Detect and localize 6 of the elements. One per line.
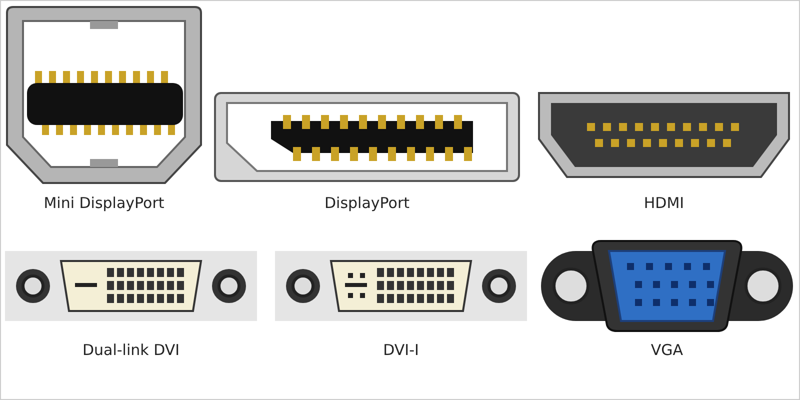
connector-label: Dual-link DVI [82,341,180,359]
connector-label: HDMI [644,194,684,212]
connector-label: Mini DisplayPort [44,194,164,212]
connector-label: DVI-I [383,341,419,359]
connector-label: VGA [650,341,684,359]
connector-label: DisplayPort [324,194,410,212]
